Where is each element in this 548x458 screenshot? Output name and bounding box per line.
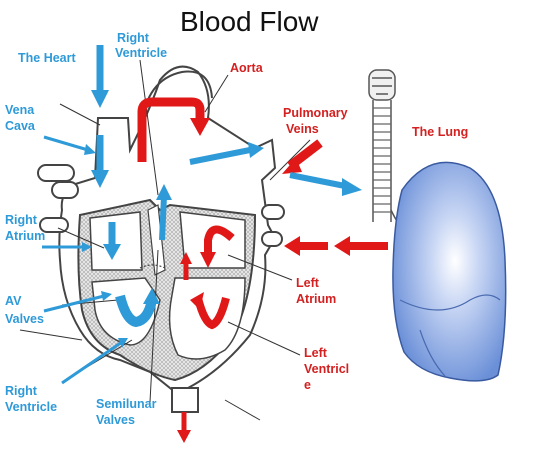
label-right-ventricle-bottom-2: Ventricle [5, 400, 57, 414]
label-the-heart: The Heart [18, 51, 76, 65]
heart-entry-arrowhead-icon [91, 90, 109, 108]
left-atrium-up-arrowhead-icon [180, 252, 192, 264]
pointer-lines [19, 59, 311, 421]
label-right-atrium-1: Right [5, 213, 38, 227]
pulmonary-vein-arrowhead-icon [282, 158, 302, 174]
aorta-arrow-icon [137, 97, 205, 162]
label-aorta: Aorta [230, 61, 264, 75]
right-atrium-pointer-arrowhead-icon [82, 242, 92, 252]
label-left-ventricle-3: e [304, 378, 311, 392]
pulmonary-artery-arrowhead-icon [156, 184, 172, 200]
label-left-atrium-2: Atrium [296, 292, 336, 306]
lung-return-arrowhead-2-icon [284, 236, 300, 256]
label-right-atrium-2: Atrium [5, 229, 45, 243]
label-the-lung: The Lung [412, 125, 468, 139]
vena-cava-pointer-arrowhead-icon [84, 144, 96, 155]
oxygen-poor-flow [42, 45, 362, 385]
right-atrium-chamber [89, 211, 143, 271]
lung-return-arrowhead-1-icon [334, 236, 350, 256]
label-pulmonary-veins-1: Pulmonary [283, 106, 348, 120]
right-ventricle-pointer-arrowhead-icon [118, 338, 128, 348]
oxygen-rich-flow [137, 97, 388, 443]
label-av-valves-1: AV [5, 294, 22, 308]
exit-arrowhead-icon [177, 430, 191, 443]
labels: The Heart Right Ventricle Aorta Pulmonar… [5, 31, 468, 427]
lung [368, 69, 507, 382]
label-semilunar-valves-2: Valves [96, 413, 135, 427]
left-ventricle-arrowhead-icon [190, 292, 204, 310]
vena-cava-branches [37, 164, 79, 233]
trachea [368, 69, 407, 233]
vena-cava-arrowhead-icon [91, 170, 109, 188]
right-ventricle-arrowhead-icon [143, 288, 160, 304]
left-atrium-chamber [179, 211, 246, 269]
label-right-ventricle-top-1: Right [117, 31, 150, 45]
label-right-ventricle-top-2: Ventricle [115, 46, 167, 60]
label-right-ventricle-bottom-1: Right [5, 384, 38, 398]
label-pulmonary-veins-2: Veins [286, 122, 319, 136]
label-left-ventricle-1: Left [304, 346, 328, 360]
label-left-ventricle-2: Ventricl [304, 362, 349, 376]
to-lung-arrowhead-1-icon [248, 142, 264, 158]
lung-lobe [392, 161, 507, 382]
right-atrium-arrowhead-icon [103, 244, 121, 260]
aorta-arrowhead-icon [190, 118, 210, 136]
left-atrium-arrowhead-icon [200, 252, 216, 268]
label-semilunar-valves-1: Semilunar [96, 397, 157, 411]
label-left-atrium-1: Left [296, 276, 320, 290]
label-av-valves-2: Valves [5, 312, 44, 326]
label-vena-cava-2: Cava [5, 119, 36, 133]
to-lung-arrowhead-2-icon [342, 178, 362, 196]
av-valves-pointer-arrowhead-icon [101, 291, 112, 301]
label-vena-cava-1: Vena [5, 103, 35, 117]
page-title: Blood Flow [180, 6, 319, 37]
